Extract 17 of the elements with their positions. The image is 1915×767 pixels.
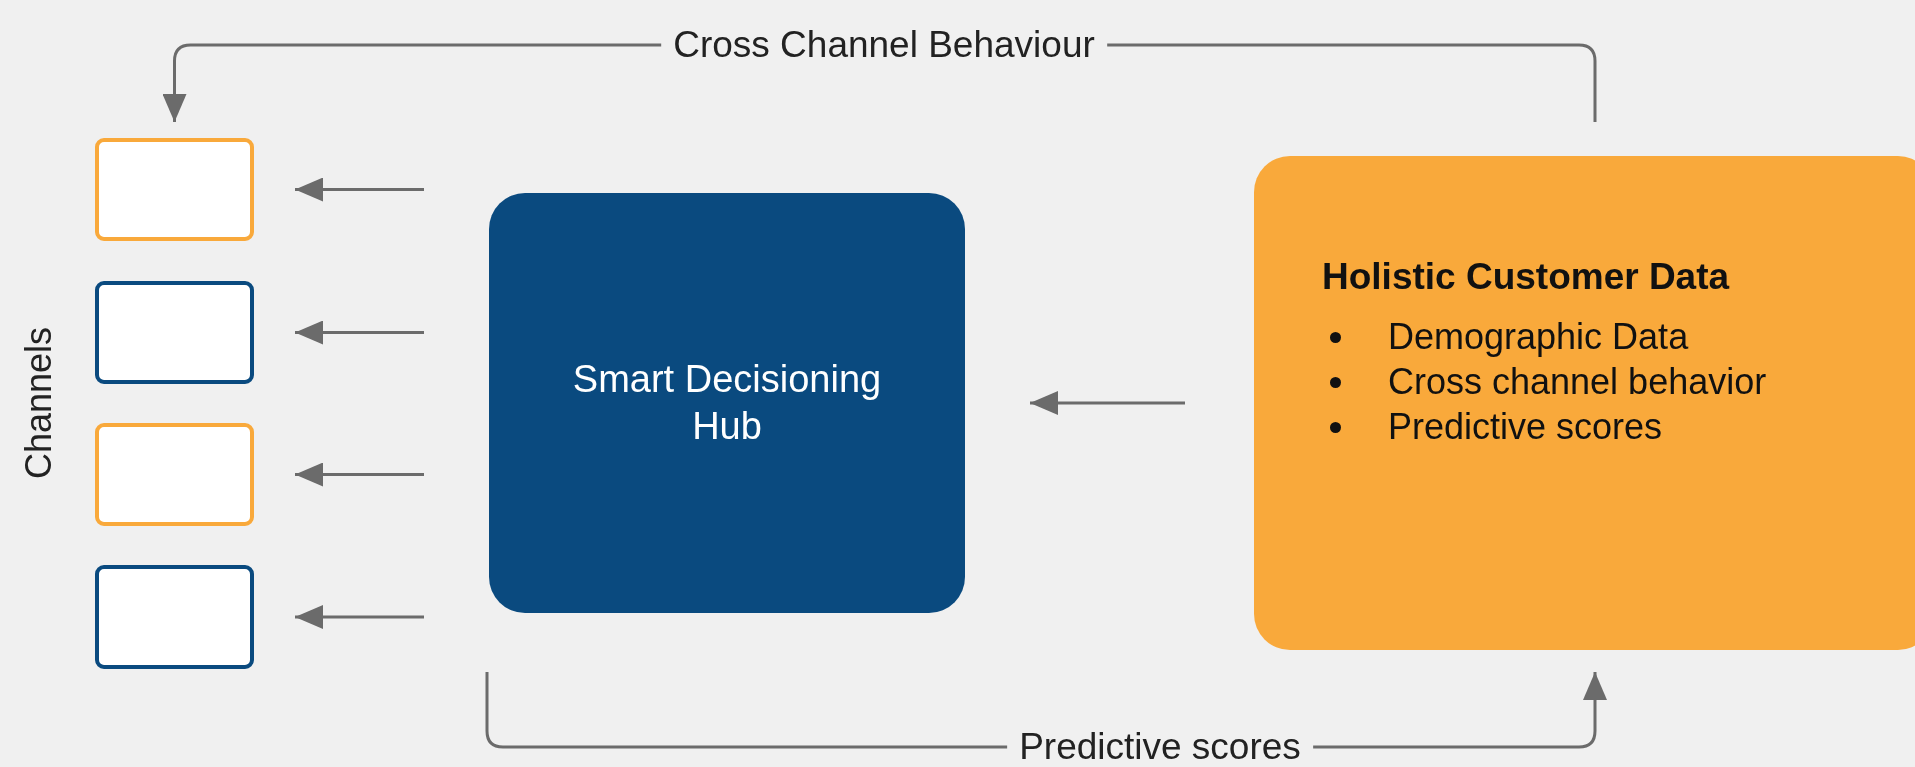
- arrow: [295, 177, 424, 202]
- list-item: Predictive scores: [1388, 405, 1663, 449]
- data-panel: [1254, 156, 1915, 650]
- arrow: [295, 462, 424, 487]
- process-box: [489, 193, 965, 613]
- list-item: Cross channel behavior: [1388, 360, 1767, 404]
- channel-box: [95, 565, 254, 669]
- channel-box: [95, 281, 254, 384]
- axis-label: Channels: [18, 326, 60, 480]
- list-item: Demographic Data: [1388, 315, 1689, 359]
- panel-heading: Holistic Customer Data: [1322, 256, 1730, 298]
- arrow: [295, 605, 424, 629]
- arrow: [1030, 391, 1185, 415]
- box-title: Smart Decisioning Hub: [571, 356, 883, 449]
- channel-box: [95, 423, 254, 526]
- arrow: [295, 320, 424, 345]
- channel-box: [95, 138, 254, 241]
